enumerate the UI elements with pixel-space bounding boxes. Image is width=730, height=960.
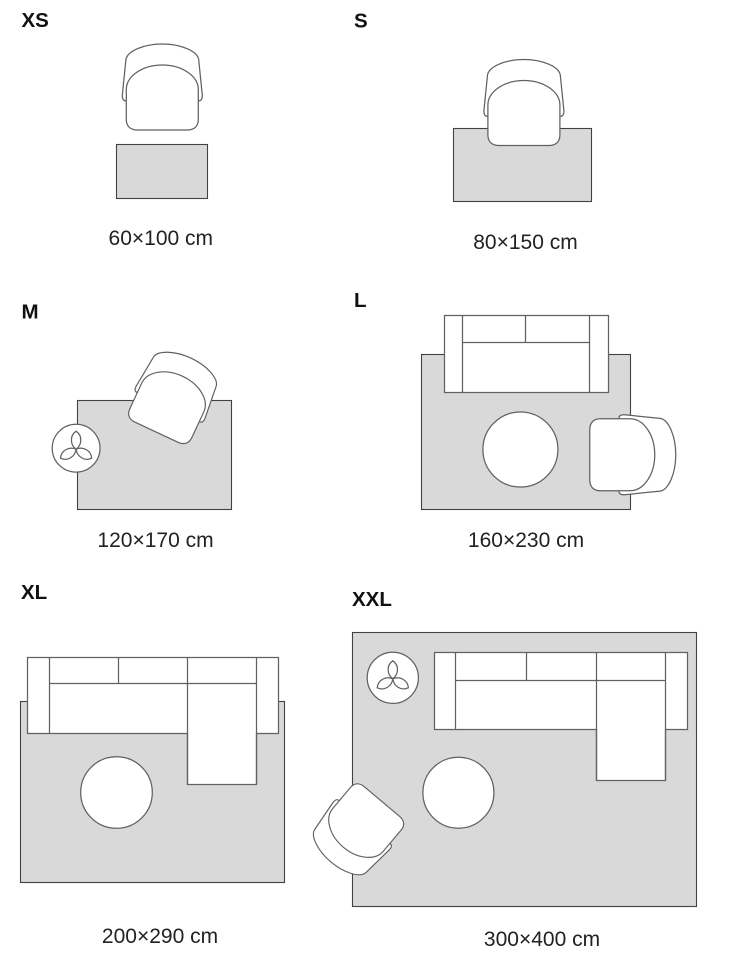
svg-text:300×400 cm: 300×400 cm: [484, 928, 600, 951]
svg-text:XXL: XXL: [352, 588, 392, 611]
svg-text:200×290 cm: 200×290 cm: [102, 925, 218, 948]
svg-text:80×150 cm: 80×150 cm: [473, 231, 578, 254]
svg-text:XL: XL: [21, 581, 47, 604]
svg-text:60×100 cm: 60×100 cm: [109, 227, 214, 250]
svg-text:120×170 cm: 120×170 cm: [97, 529, 213, 552]
svg-text:S: S: [354, 10, 368, 33]
svg-text:L: L: [354, 289, 367, 312]
svg-text:160×230 cm: 160×230 cm: [468, 529, 584, 552]
svg-text:M: M: [22, 301, 39, 324]
svg-text:XS: XS: [22, 9, 49, 32]
